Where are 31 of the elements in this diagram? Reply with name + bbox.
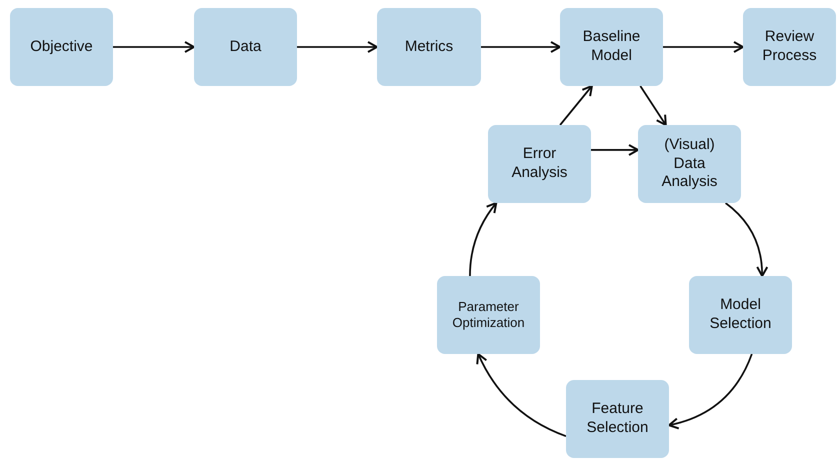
box-label: Metrics: [404, 38, 454, 56]
process-box: [743, 8, 836, 86]
arrow: [668, 354, 753, 430]
box-label: Model Selection: [708, 296, 772, 334]
arrow: [297, 41, 378, 53]
box-label: Error Analysis: [510, 145, 568, 183]
box-label: Data: [230, 38, 262, 56]
box-label: Parameter Optimization: [451, 298, 526, 332]
process-box: [488, 125, 591, 203]
arrow: [559, 85, 593, 126]
process-box: [638, 125, 741, 203]
box-label: Review Process: [761, 28, 818, 66]
box-label: Objective: [30, 38, 93, 56]
arrow: [476, 353, 566, 437]
arrow: [725, 202, 768, 277]
arrow: [663, 41, 744, 53]
process-box: [689, 276, 792, 354]
process-box: [10, 8, 113, 86]
process-box: [566, 380, 669, 458]
box-label: (Visual) Data Analysis: [660, 136, 718, 192]
process-box: [437, 276, 540, 354]
box-label: Feature Selection: [586, 400, 650, 438]
process-box: [194, 8, 297, 86]
arrow: [481, 41, 561, 53]
process-box: [560, 8, 663, 86]
arrow: [591, 144, 639, 156]
arrow: [113, 41, 195, 53]
arrow: [640, 86, 667, 126]
process-box: [377, 8, 481, 86]
box-label: Baseline Model: [582, 28, 642, 66]
arrow: [469, 202, 498, 276]
